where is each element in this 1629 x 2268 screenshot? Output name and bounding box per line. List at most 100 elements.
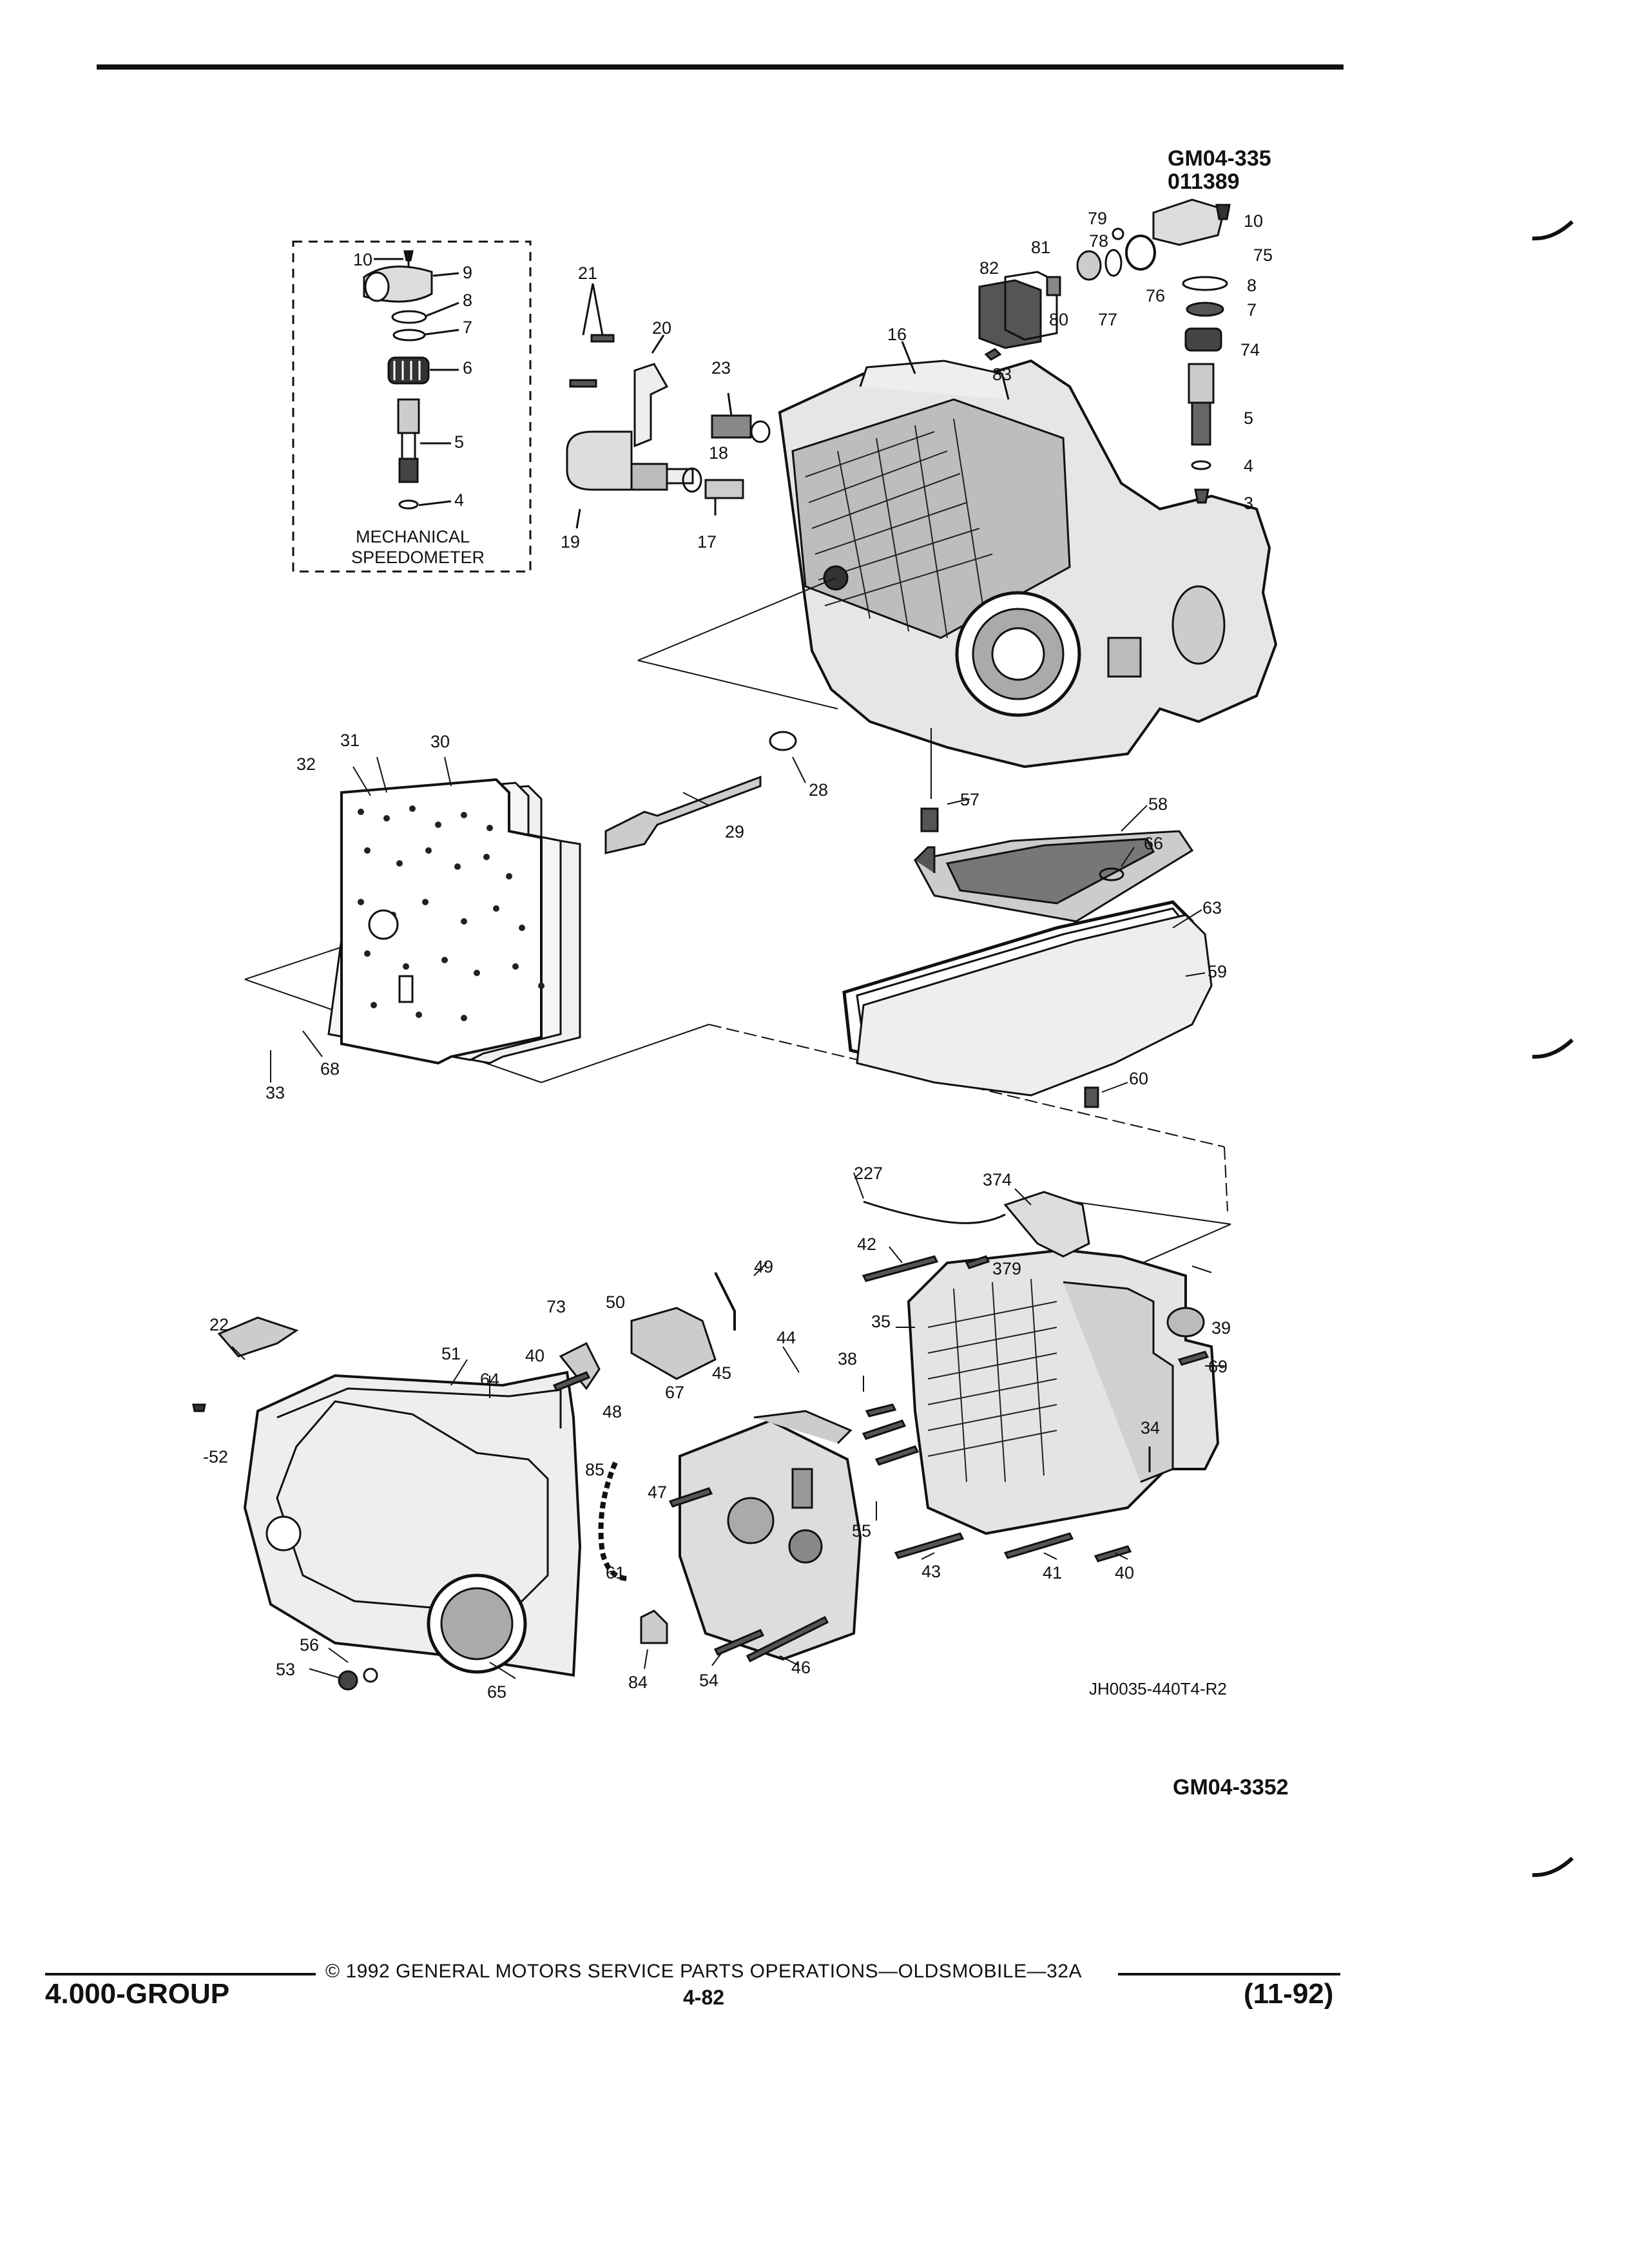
inset-label-line-1: MECHANICAL bbox=[356, 527, 470, 546]
label-48: 48 bbox=[602, 1402, 622, 1421]
label-59: 59 bbox=[1208, 962, 1227, 981]
speedometer-inset bbox=[292, 240, 532, 573]
reference-code: GM04-335 bbox=[1168, 146, 1271, 171]
margin-mark bbox=[1532, 220, 1574, 241]
label-77: 77 bbox=[1098, 310, 1117, 329]
label-56: 56 bbox=[300, 1635, 319, 1655]
label-28: 28 bbox=[809, 780, 828, 800]
label-73: 73 bbox=[546, 1297, 566, 1316]
label-38: 38 bbox=[838, 1349, 857, 1369]
margin-mark bbox=[1532, 1038, 1574, 1059]
label-52: -52 bbox=[203, 1447, 228, 1466]
label-4-right: 4 bbox=[1244, 456, 1253, 476]
label-10-right: 10 bbox=[1244, 211, 1263, 231]
label-31: 31 bbox=[340, 731, 360, 750]
label-374: 374 bbox=[983, 1170, 1012, 1189]
label-6: 6 bbox=[463, 358, 472, 378]
label-79: 79 bbox=[1088, 209, 1107, 228]
label-54: 54 bbox=[699, 1671, 718, 1690]
label-66: 66 bbox=[1144, 834, 1163, 853]
inset-label-line-2: SPEEDOMETER bbox=[351, 548, 485, 567]
label-33: 33 bbox=[265, 1083, 285, 1102]
footer-group: 4.000-GROUP bbox=[45, 1978, 230, 2010]
label-19: 19 bbox=[561, 532, 580, 552]
label-40-lower: 40 bbox=[1115, 1563, 1134, 1582]
label-8-right: 8 bbox=[1247, 276, 1257, 295]
label-22: 22 bbox=[209, 1315, 229, 1334]
label-20: 20 bbox=[652, 318, 671, 338]
label-5-right: 5 bbox=[1244, 408, 1253, 428]
label-82: 82 bbox=[979, 258, 999, 278]
label-30: 30 bbox=[430, 732, 450, 751]
label-7-right: 7 bbox=[1247, 300, 1257, 320]
label-68: 68 bbox=[320, 1059, 340, 1079]
transmission-case bbox=[778, 341, 1278, 769]
label-76: 76 bbox=[1146, 286, 1165, 305]
label-58: 58 bbox=[1148, 794, 1168, 814]
part-number-labels: 10 9 8 7 6 5 4 MECHANICAL SPEEDOMETER 21… bbox=[203, 209, 1273, 1702]
label-29: 29 bbox=[725, 822, 744, 841]
label-49: 49 bbox=[754, 1257, 773, 1276]
label-7: 7 bbox=[463, 318, 472, 337]
label-4: 4 bbox=[454, 490, 464, 510]
label-51: 51 bbox=[441, 1344, 461, 1363]
label-64: 64 bbox=[480, 1370, 499, 1389]
control-valve-body bbox=[552, 1272, 862, 1663]
label-44: 44 bbox=[776, 1328, 796, 1347]
label-75: 75 bbox=[1253, 245, 1273, 265]
label-67: 67 bbox=[665, 1383, 684, 1402]
label-60: 60 bbox=[1129, 1069, 1148, 1088]
label-57: 57 bbox=[960, 790, 979, 809]
label-10: 10 bbox=[353, 250, 372, 269]
label-63: 63 bbox=[1202, 898, 1222, 918]
label-23: 23 bbox=[711, 358, 731, 378]
label-74: 74 bbox=[1240, 340, 1260, 360]
label-18: 18 bbox=[709, 443, 728, 463]
label-61: 61 bbox=[606, 1563, 625, 1582]
label-84: 84 bbox=[628, 1673, 648, 1692]
label-39: 39 bbox=[1211, 1318, 1231, 1338]
label-47: 47 bbox=[648, 1483, 667, 1502]
label-5: 5 bbox=[454, 432, 464, 452]
label-43: 43 bbox=[921, 1562, 941, 1581]
speed-sensor-parts bbox=[566, 283, 771, 529]
label-16: 16 bbox=[887, 325, 907, 344]
label-81: 81 bbox=[1031, 238, 1050, 257]
footer-rule-right bbox=[1118, 1973, 1340, 1975]
label-80: 80 bbox=[1049, 310, 1068, 329]
main-valve-body bbox=[862, 1191, 1220, 1562]
footer-page-number: 4-82 bbox=[683, 1986, 725, 2009]
label-41: 41 bbox=[1043, 1563, 1062, 1582]
label-8: 8 bbox=[463, 291, 472, 310]
drive-shaft bbox=[604, 731, 797, 854]
label-69: 69 bbox=[1208, 1357, 1228, 1376]
label-55: 55 bbox=[852, 1521, 871, 1541]
callout-leaders bbox=[231, 756, 1224, 1679]
label-53: 53 bbox=[276, 1660, 295, 1679]
label-17: 17 bbox=[697, 532, 717, 552]
label-83: 83 bbox=[992, 365, 1012, 384]
label-40-upper: 40 bbox=[525, 1346, 545, 1365]
label-35: 35 bbox=[871, 1312, 891, 1331]
reference-date: 011389 bbox=[1168, 169, 1240, 194]
label-78: 78 bbox=[1089, 231, 1108, 251]
label-46: 46 bbox=[791, 1658, 811, 1677]
label-42: 42 bbox=[857, 1235, 876, 1254]
figure-code: JH0035-440T4-R2 bbox=[1089, 1679, 1227, 1698]
side-cover bbox=[192, 1316, 582, 1691]
footer-copyright: © 1992 GENERAL MOTORS SERVICE PARTS OPER… bbox=[325, 1961, 1083, 1982]
figure-reference: GM04-3352 bbox=[1173, 1775, 1289, 1800]
label-32: 32 bbox=[296, 754, 316, 774]
filter-and-pan bbox=[842, 807, 1213, 1108]
label-34: 34 bbox=[1141, 1418, 1160, 1437]
label-65: 65 bbox=[487, 1682, 506, 1702]
governor-cover-parts bbox=[978, 198, 1231, 504]
label-45: 45 bbox=[712, 1363, 731, 1383]
label-50: 50 bbox=[606, 1293, 625, 1312]
footer-date: (11-92) bbox=[1244, 1978, 1334, 2010]
label-21: 21 bbox=[578, 264, 597, 283]
label-227: 227 bbox=[854, 1164, 883, 1183]
label-9: 9 bbox=[463, 263, 472, 282]
valve-spacer-plates bbox=[327, 778, 581, 1065]
label-3: 3 bbox=[1244, 494, 1253, 513]
